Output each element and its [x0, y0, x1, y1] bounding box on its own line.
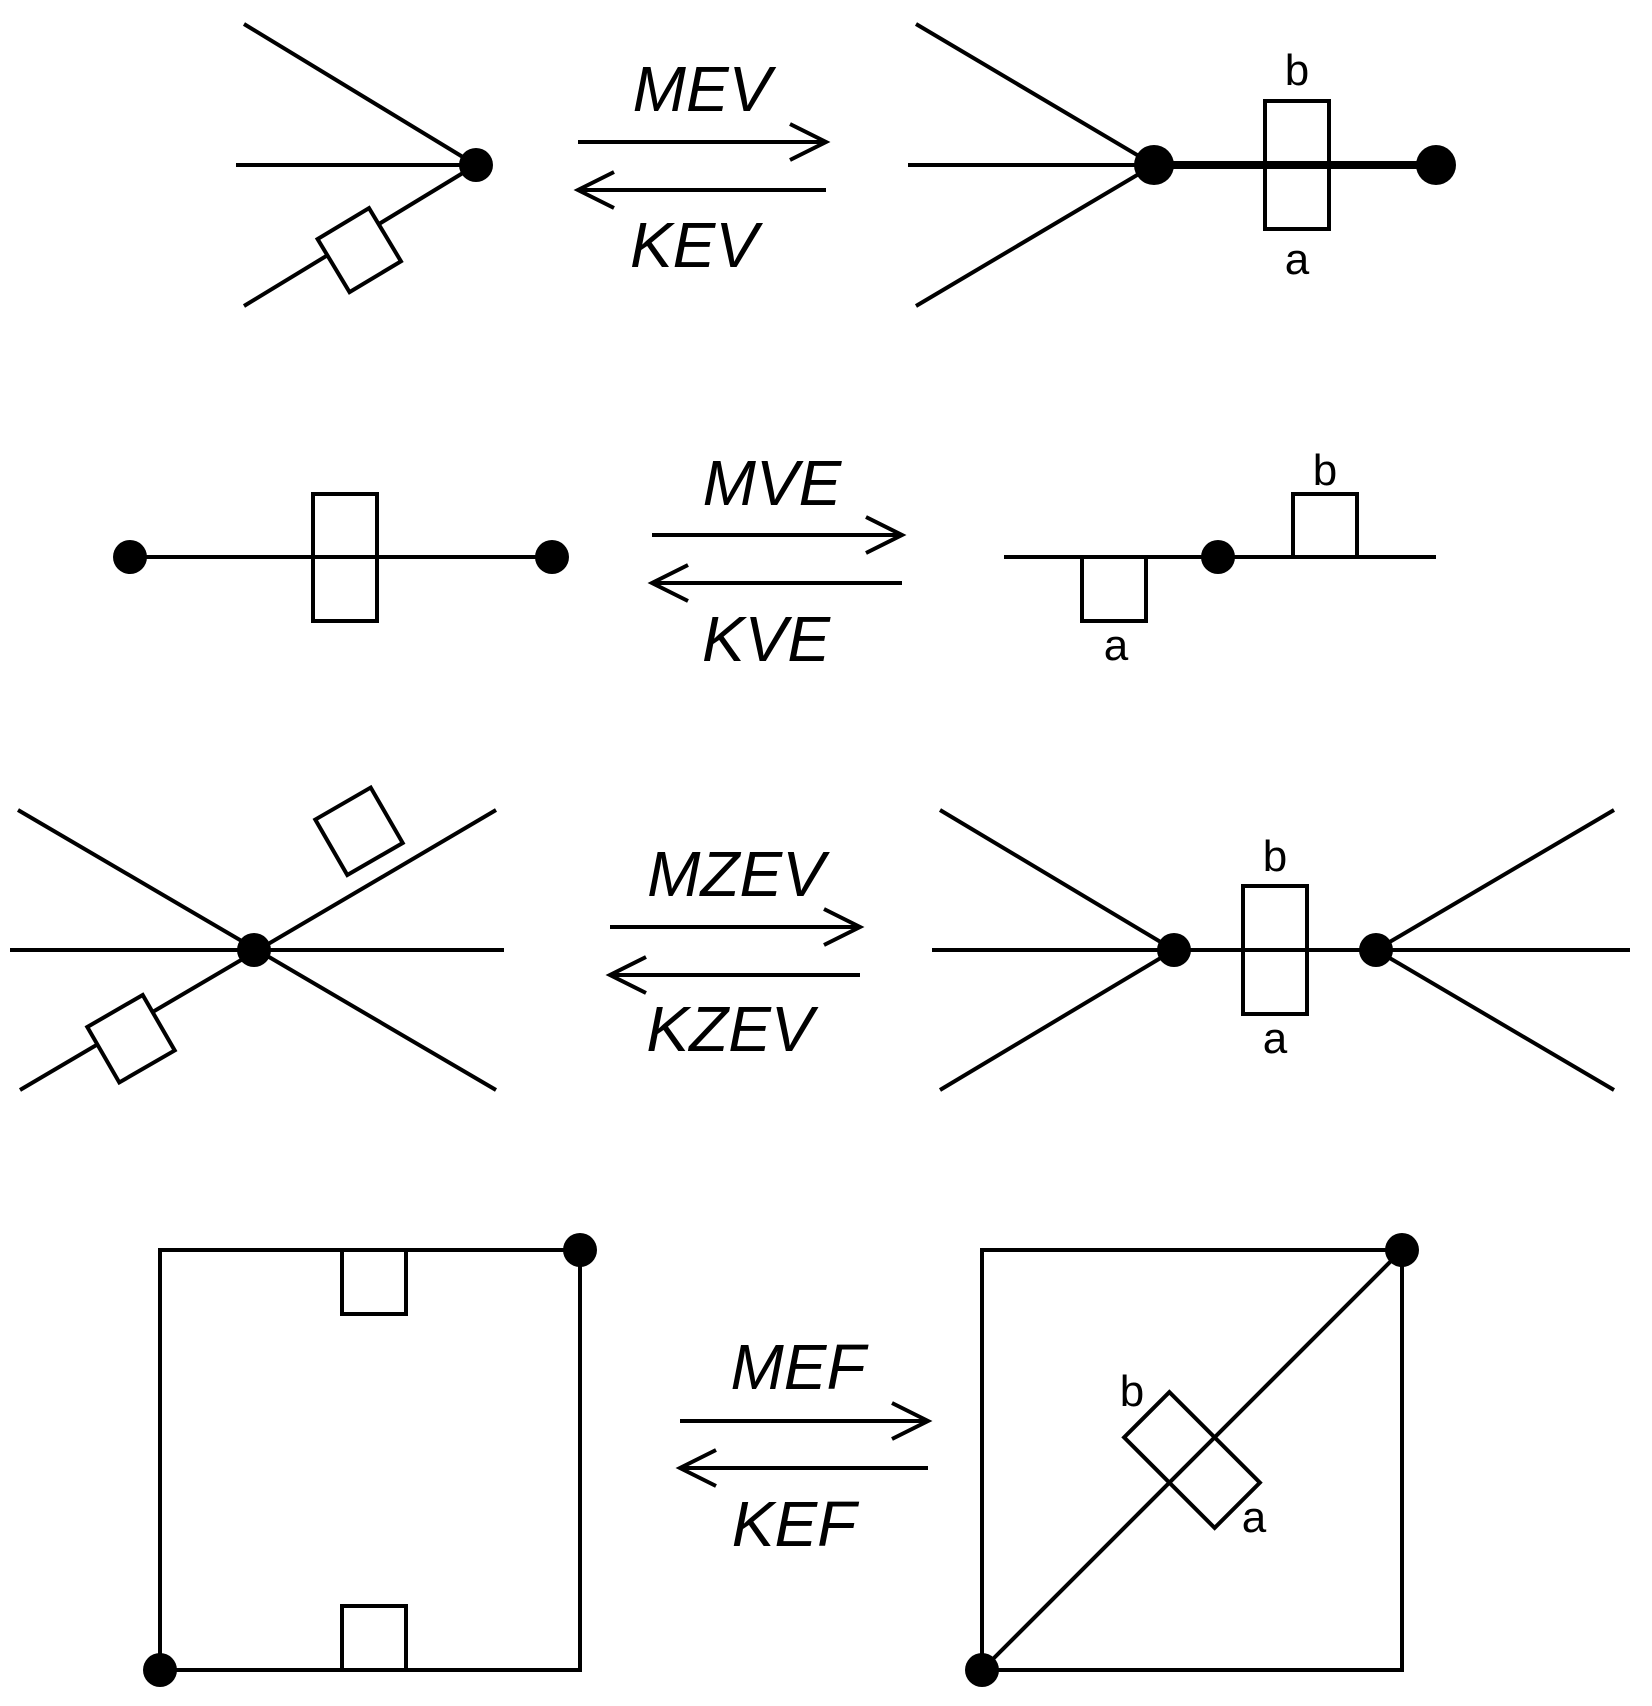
forward-arrowhead: [891, 1401, 933, 1441]
edge: [242, 22, 478, 167]
mve-before-figure: [113, 492, 569, 623]
half-edge-marker-upper: [312, 784, 406, 878]
new-vertex: [1359, 933, 1393, 967]
forward-operator-label: MEF: [730, 1331, 869, 1403]
half-edge-marker: [314, 205, 404, 295]
half-edge-marker-top: [340, 1248, 408, 1316]
new-edge: [980, 1248, 1404, 1672]
half-edge-marker-upper: [311, 492, 379, 559]
inverse-arrowhead: [675, 1448, 717, 1488]
half-edge-label-b: b: [1120, 1367, 1144, 1416]
half-edge-marker-lower: [311, 555, 379, 623]
forward-operator-label: MVE: [703, 447, 843, 519]
mve-after-figure: a b: [1004, 446, 1436, 670]
half-edge-label-a: a: [1242, 1493, 1267, 1542]
half-edge-marker-b: [1241, 884, 1309, 952]
half-edge-label-b: b: [1313, 446, 1337, 495]
inverse-operator-label: KZEV: [646, 993, 818, 1065]
half-edge-label-a: a: [1263, 1014, 1288, 1063]
half-edge-marker-a: [1241, 948, 1309, 1016]
vertex: [965, 1653, 999, 1687]
forward-arrowhead: [823, 907, 865, 947]
half-edge-label-a: a: [1285, 235, 1310, 284]
vertex: [143, 1653, 177, 1687]
half-edge-marker-a: [1263, 163, 1331, 231]
forward-operator-label: MEV: [633, 53, 777, 125]
mef-before-figure: [143, 1233, 597, 1687]
vertex: [1134, 145, 1174, 185]
new-vertex: [1201, 540, 1235, 574]
edge: [938, 948, 1176, 1092]
vertex: [1385, 1233, 1419, 1267]
edge: [914, 163, 1156, 308]
vertex: [535, 540, 569, 574]
edge: [914, 22, 1156, 167]
half-edge-marker-bottom: [340, 1604, 408, 1672]
vertex: [113, 540, 147, 574]
forward-arrowhead: [789, 122, 831, 162]
vertex: [563, 1233, 597, 1267]
inverse-operator-label: KEV: [630, 209, 763, 281]
mef-kef-arrows: MEF KEF: [675, 1331, 933, 1560]
edge: [1374, 948, 1616, 1092]
half-edge-marker-lower: [84, 992, 178, 1086]
edge: [938, 808, 1176, 952]
new-vertex: [1416, 145, 1456, 185]
edge: [1374, 808, 1616, 952]
half-edge-marker-a: [1080, 555, 1148, 623]
vertex: [459, 148, 493, 182]
inverse-arrowhead: [605, 955, 647, 995]
half-edge-marker-b: [1263, 99, 1331, 167]
inverse-arrowhead: [573, 170, 615, 210]
mev-after-figure: b a: [908, 22, 1456, 308]
half-edge-label-b: b: [1263, 832, 1287, 881]
mzev-before-figure: [10, 784, 504, 1092]
inverse-operator-label: KEF: [732, 1488, 860, 1560]
half-edge-label-b: b: [1285, 46, 1309, 95]
mef-after-figure: b a: [965, 1233, 1419, 1687]
forward-arrowhead: [865, 515, 907, 555]
inverse-operator-label: KVE: [702, 603, 831, 675]
half-edge-marker-b: [1291, 492, 1359, 559]
mzev-kzev-arrows: MZEV KZEV: [605, 838, 865, 1065]
mzev-after-figure: b a: [932, 808, 1630, 1092]
face-boundary: [980, 1248, 1404, 1672]
mve-kve-arrows: MVE KVE: [647, 447, 907, 675]
forward-operator-label: MZEV: [647, 838, 830, 910]
half-edge-label-a: a: [1104, 621, 1129, 670]
mev-kev-arrows: MEV KEV: [573, 53, 831, 281]
vertex: [1157, 933, 1191, 967]
mev-before-figure: [236, 22, 493, 308]
inverse-arrowhead: [647, 563, 689, 603]
vertex: [237, 933, 271, 967]
